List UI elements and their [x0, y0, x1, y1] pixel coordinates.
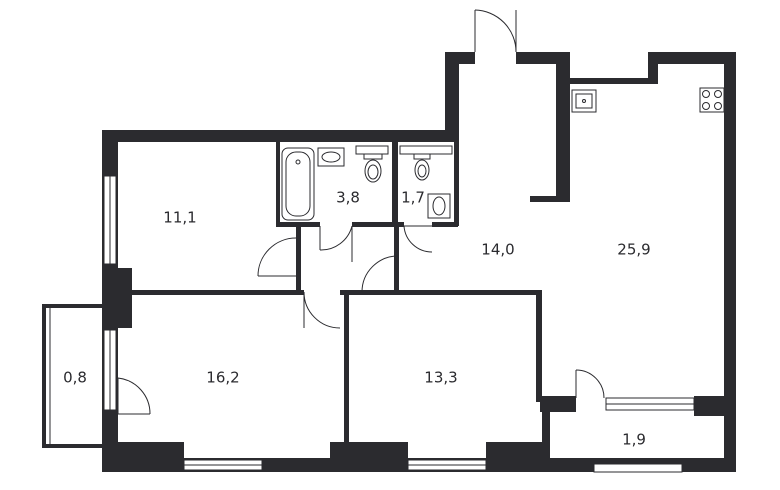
interior-walls	[118, 142, 548, 460]
room-bathroom-area: 3,8	[336, 189, 360, 207]
kitchen-sink	[571, 89, 597, 113]
sink-wc	[427, 193, 451, 219]
room-toilet-area: 1,7	[401, 189, 425, 207]
windows	[103, 175, 695, 473]
sink-bathroom	[317, 147, 345, 167]
balcony-left	[42, 304, 106, 448]
room-balcony-right-area: 1,9	[622, 431, 646, 449]
balcony-right	[546, 412, 550, 462]
toilet-bathroom	[355, 145, 389, 183]
toilet-wc	[399, 145, 453, 181]
bathtub	[281, 147, 315, 221]
room-bedroom-bottom-left-area: 16,2	[206, 369, 239, 387]
room-bedroom-top-area: 11,1	[163, 209, 196, 227]
room-kitchen-living-area: 25,9	[617, 241, 650, 259]
room-bedroom-bottom-mid-area: 13,3	[424, 369, 457, 387]
room-balcony-left-area: 0,8	[63, 369, 87, 387]
room-hallway-area: 14,0	[481, 241, 514, 259]
kitchen-stove	[699, 87, 725, 113]
area-labels: 11,1 3,8 1,7 14,0 25,9 0,8 16,2 13,3 1,9	[63, 189, 651, 449]
doors	[117, 9, 605, 415]
